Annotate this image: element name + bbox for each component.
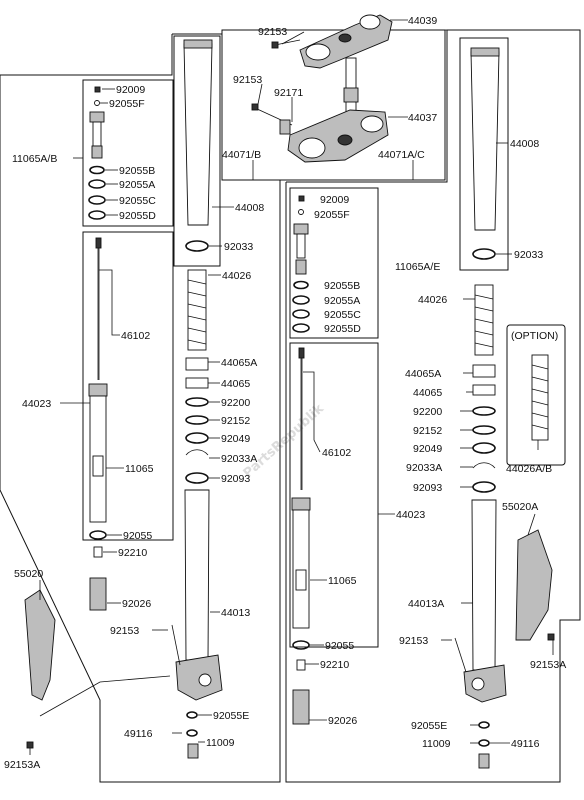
label-11009-right: 11009 [422, 738, 451, 750]
label-92055b-mid: 92055B [324, 280, 360, 292]
label-11065ab: 11065A/B [12, 153, 57, 165]
label-option: (OPTION) [511, 330, 558, 342]
label-44065a-left: 44065A [221, 357, 257, 369]
inner-tube-box-left [173, 35, 221, 267]
right-axle-parts [478, 721, 490, 769]
label-92055a-mid: 92055A [324, 295, 360, 307]
label-44023-left: 44023 [22, 398, 51, 410]
label-92033a-right: 92033A [406, 462, 442, 474]
right-fork-guard [515, 529, 555, 641]
label-92153a-right: 92153A [530, 659, 566, 671]
label-44026ab: 44026A/B [506, 463, 552, 475]
left-outer-tube [171, 489, 223, 701]
steering-stem [343, 57, 359, 119]
label-44071-b: 44071/B [222, 149, 261, 161]
left-axle-parts [186, 711, 199, 759]
label-92055f-left: 92055F [109, 98, 145, 110]
mid-cartridge-rod-parts [291, 347, 311, 725]
left-spring-stack [185, 269, 209, 484]
right-spring-stack [472, 284, 496, 493]
label-92153-left: 92153 [110, 625, 139, 637]
inner-tube-box-right [459, 37, 509, 271]
label-44013-left: 44013 [221, 607, 250, 619]
label-11009-left: 11009 [206, 737, 235, 749]
label-92200-left: 92200 [221, 397, 250, 409]
label-92055c-mid: 92055C [324, 309, 361, 321]
label-44065a-right: 44065A [405, 368, 441, 380]
label-92210-left: 92210 [118, 547, 147, 559]
label-92152-right: 92152 [413, 425, 442, 437]
mid-cartridge-cap-parts [292, 195, 310, 333]
label-92049-right: 92049 [413, 443, 442, 455]
option-spring [531, 354, 549, 441]
right-outer-tube [454, 499, 507, 703]
label-92055d-left: 92055D [119, 210, 156, 222]
label-92093-left: 92093 [221, 473, 250, 485]
label-92055-mid: 92055 [325, 640, 354, 652]
label-92153-top: 92153 [258, 26, 287, 38]
label-44023-mid: 44023 [396, 509, 425, 521]
label-49116-left: 49116 [124, 728, 153, 740]
label-92210-mid: 92210 [320, 659, 349, 671]
label-92055d-mid: 92055D [324, 323, 361, 335]
label-92055b-left: 92055B [119, 165, 155, 177]
label-44037: 44037 [408, 112, 437, 124]
label-44065-right: 44065 [413, 387, 442, 399]
label-11065ae: 11065A/E [395, 261, 440, 273]
upper-triple-clamp [299, 14, 393, 69]
label-92093-right: 92093 [413, 482, 442, 494]
label-44039: 44039 [408, 15, 437, 27]
left-cartridge-rod-parts [88, 237, 108, 611]
label-92055c-left: 92055C [119, 195, 156, 207]
label-92055e-right: 92055E [411, 720, 447, 732]
part-labels: 92153 44039 92153 92171 44037 44071/B 44… [4, 15, 566, 771]
label-92153a-left: 92153A [4, 759, 40, 771]
lower-triple-clamp [287, 109, 389, 163]
cartridge-box-left-top [82, 79, 174, 227]
label-92055a-left: 92055A [119, 179, 155, 191]
label-44026-left: 44026 [222, 270, 251, 282]
cartridge-box-mid-bottom [289, 342, 379, 648]
label-92152-left: 92152 [221, 415, 250, 427]
label-92009-left: 92009 [116, 84, 145, 96]
label-11065-left: 11065 [125, 463, 154, 475]
label-92033-right: 92033 [514, 249, 543, 261]
label-92153-right: 92153 [399, 635, 428, 647]
label-92026-left: 92026 [122, 598, 151, 610]
label-46102-mid: 46102 [322, 447, 351, 459]
label-92055f-mid: 92055F [314, 209, 350, 221]
label-55020a: 55020A [502, 501, 538, 513]
label-49116-right: 49116 [511, 738, 540, 750]
label-46102-left: 46102 [121, 330, 150, 342]
label-92049-left: 92049 [221, 433, 250, 445]
leader-lines [29, 19, 554, 755]
left-fork-guard [24, 589, 56, 749]
label-44008-left: 44008 [235, 202, 264, 214]
clamp-bolts [251, 39, 301, 135]
right-assembly-frame [285, 29, 581, 783]
label-44026-right: 44026 [418, 294, 447, 306]
label-92009-mid: 92009 [320, 194, 349, 206]
cartridge-box-mid-top [289, 187, 379, 339]
right-inner-tube [470, 47, 500, 260]
left-inner-tube [183, 39, 213, 252]
label-44065-left: 44065 [221, 378, 250, 390]
label-92171: 92171 [274, 87, 303, 99]
left-cartridge-cap-parts [88, 86, 106, 220]
label-92055-left: 92055 [123, 530, 152, 542]
label-92055e-left: 92055E [213, 710, 249, 722]
label-44013a: 44013A [408, 598, 444, 610]
label-92033-left: 92033 [224, 241, 253, 253]
label-11065-mid: 11065 [328, 575, 357, 587]
cartridge-box-left-bottom [82, 231, 174, 541]
label-92200-right: 92200 [413, 406, 442, 418]
label-92033a-left: 92033A [221, 453, 257, 465]
label-44071-ac: 44071A/C [378, 149, 425, 161]
label-92153-clamp: 92153 [233, 74, 262, 86]
label-55020: 55020 [14, 568, 43, 580]
label-92026-mid: 92026 [328, 715, 357, 727]
label-44008-right: 44008 [510, 138, 539, 150]
option-box [506, 324, 566, 466]
